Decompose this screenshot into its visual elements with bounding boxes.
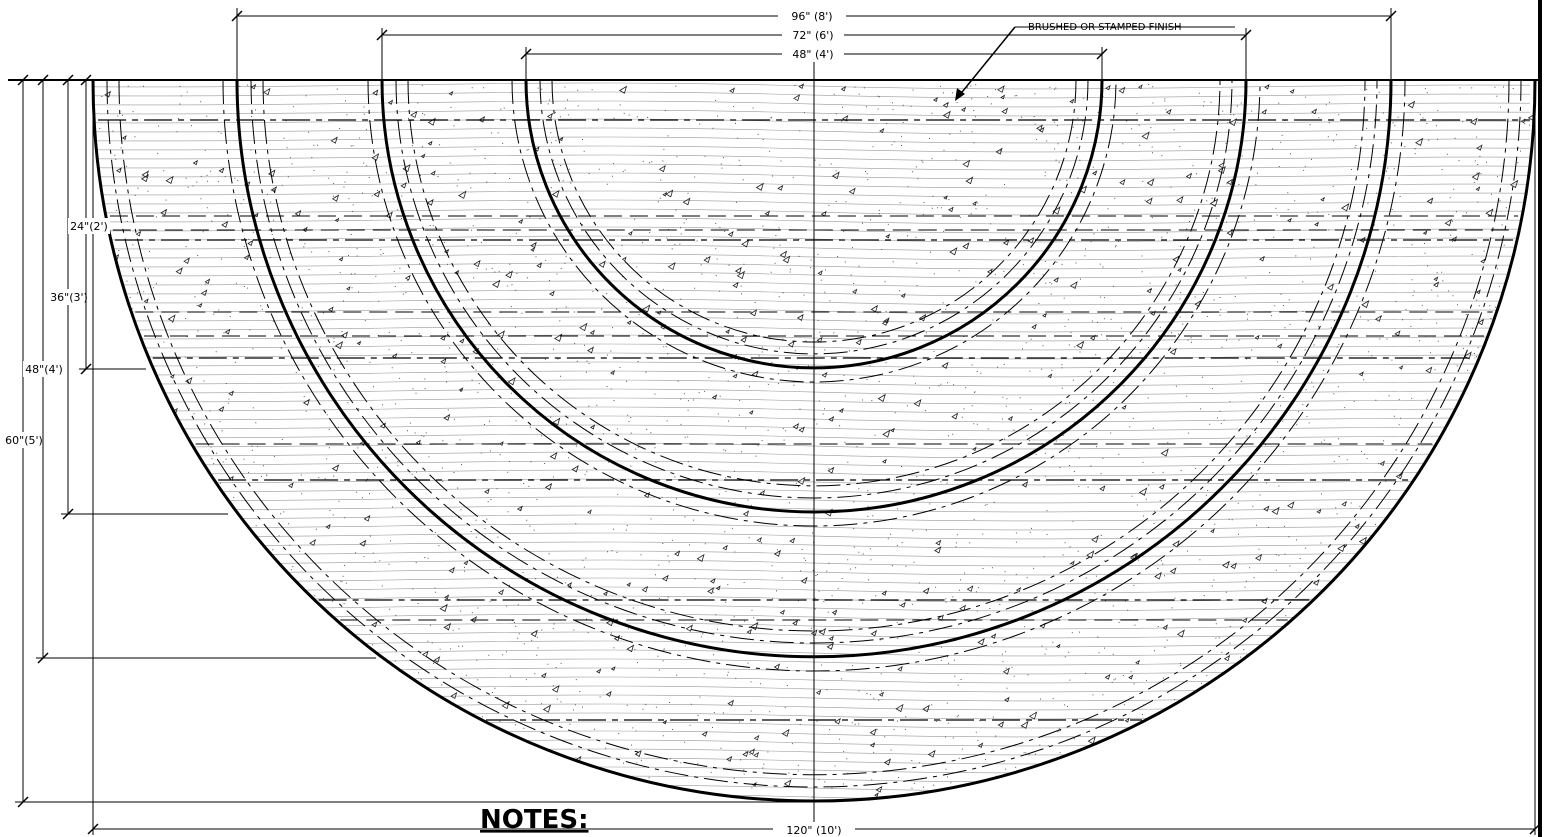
dim-label-96: 96" (8')	[791, 10, 832, 23]
dimension-left-60: 60"(5')	[3, 74, 814, 808]
dimension-left-48: 48"(4')	[23, 74, 376, 664]
arc-dashed-offset	[407, 79, 1221, 487]
dimension-left-24: 24"(2')	[68, 74, 146, 375]
dim-label-48: 48" (4')	[792, 48, 833, 61]
dim-label-left-24: 24"(2')	[70, 220, 108, 233]
dim-label-left-60: 60"(5')	[5, 434, 43, 447]
dim-label-72: 72" (6')	[792, 29, 833, 42]
dimension-72: 72" (6')	[376, 27, 1252, 80]
dim-label-left-36: 36"(3')	[50, 291, 88, 304]
finish-callout: BRUSHED OR STAMPED FINISH	[955, 22, 1235, 101]
dimension-120: 120" (10')	[87, 80, 1541, 837]
notes-heading: NOTES:	[480, 805, 588, 835]
dim-label-120: 120" (10')	[786, 824, 841, 837]
dimension-96: 96" (8')	[231, 8, 1397, 80]
dimension-48: 48" (4')	[520, 46, 1108, 80]
dimension-left-36: 36"(3')	[48, 74, 228, 520]
arc-dashed-offset	[262, 79, 1366, 632]
finish-callout-text: BRUSHED OR STAMPED FINISH	[1028, 22, 1182, 33]
dim-label-left-48: 48"(4')	[25, 363, 63, 376]
